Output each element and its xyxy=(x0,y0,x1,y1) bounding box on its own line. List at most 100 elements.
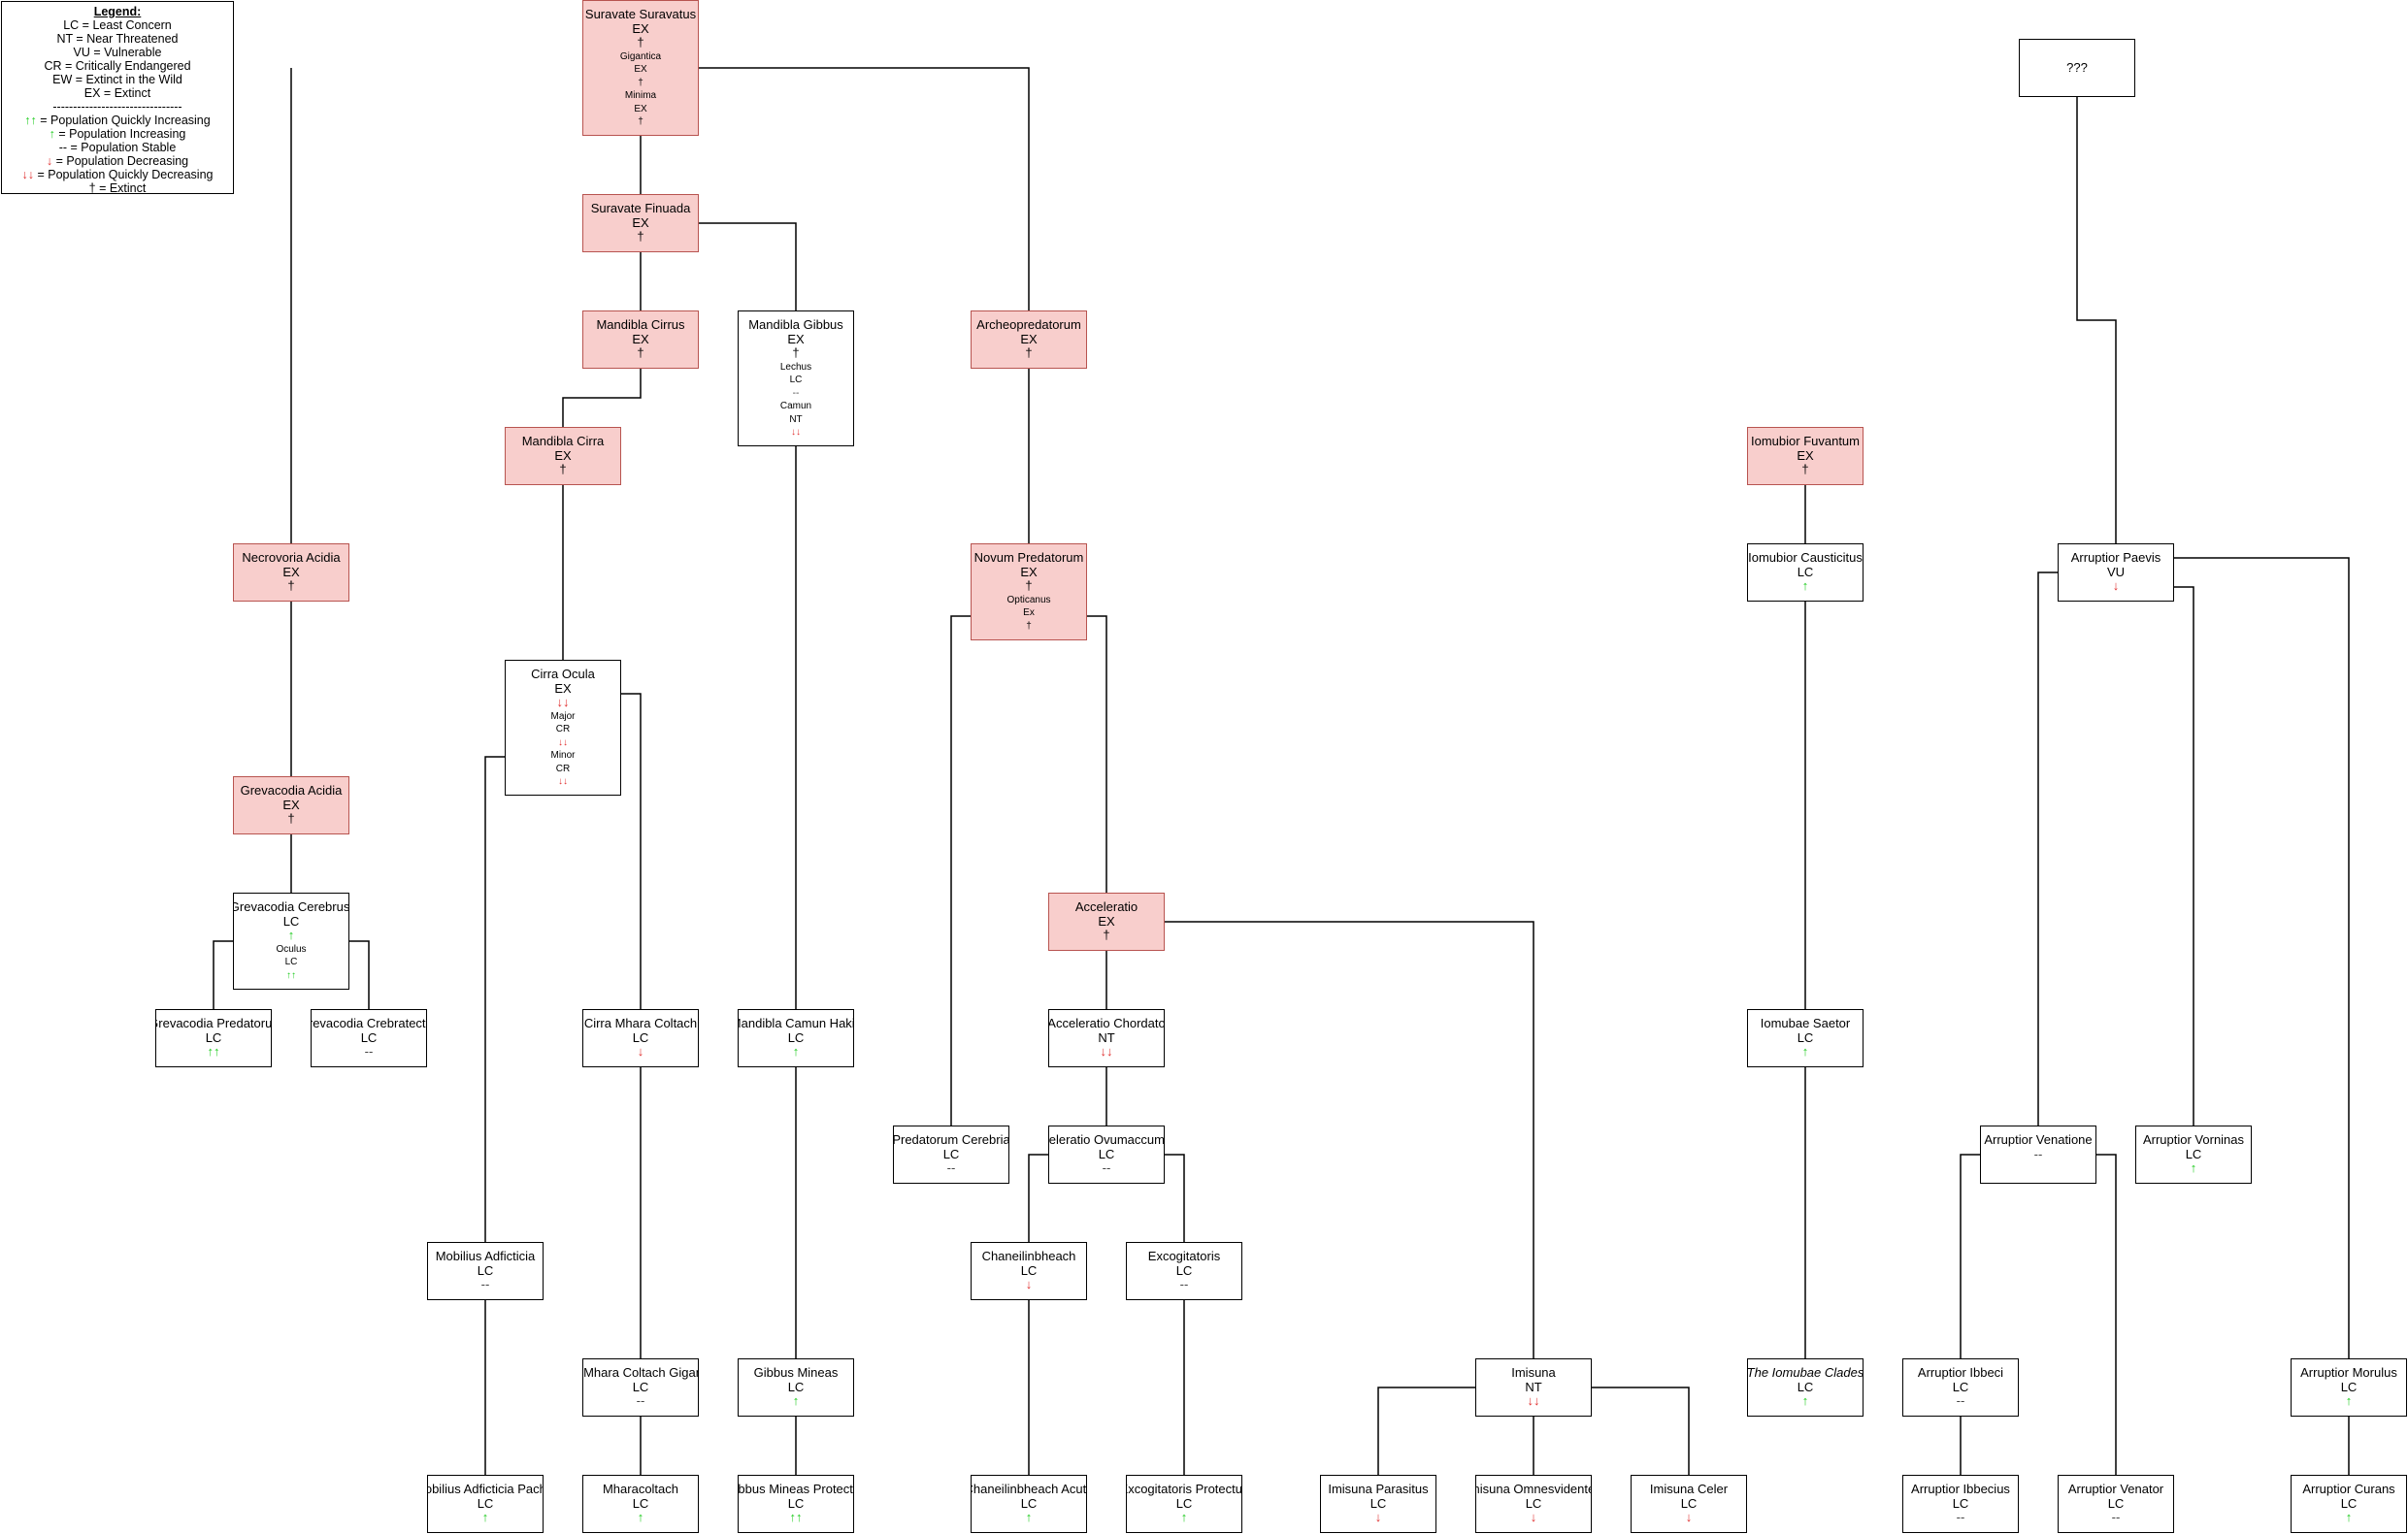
conservation-status: EX xyxy=(632,20,649,36)
legend-status-vu: VU = Vulnerable xyxy=(73,46,162,59)
conservation-status: EX xyxy=(282,564,300,579)
population-trend-icon: ↓↓ xyxy=(1100,1044,1113,1059)
legend-trend-stable: -- = Population Stable xyxy=(58,141,177,154)
conservation-status: LC xyxy=(1952,1379,1969,1394)
legend-divider: -------------------------------- xyxy=(52,100,182,114)
conservation-status: EX xyxy=(632,331,649,346)
conservation-status: LC xyxy=(1369,1495,1387,1511)
tree-connector-1 xyxy=(699,67,1030,310)
population-trend-icon: -- xyxy=(480,1277,490,1291)
population-trend-icon: † xyxy=(1801,462,1809,476)
tree-connector-36 xyxy=(2037,571,2058,1126)
species-name: Mharacoltach xyxy=(602,1482,679,1496)
subspecies-trend-icon: ↓↓ xyxy=(558,776,568,787)
legend-trend-quick-decrease: ↓↓ = Population Quickly Decreasing xyxy=(21,168,214,181)
conservation-status: LC xyxy=(1098,1146,1115,1161)
subspecies-name: Opticanus xyxy=(1006,594,1051,605)
population-trend-icon: -- xyxy=(2111,1510,2121,1524)
population-trend-icon: † xyxy=(1103,928,1110,942)
species-name: Arruptior Paevis xyxy=(2070,550,2161,565)
species-node-grevacodia-predatorus: Grevacodia PredatorusLC↑↑ xyxy=(155,1009,272,1067)
conservation-status: LC xyxy=(477,1495,494,1511)
conservation-status: NT xyxy=(1525,1379,1542,1394)
conservation-status: LC xyxy=(2107,1495,2125,1511)
tree-connector-25 xyxy=(1028,1154,1048,1242)
up-arrow-icon: ↑ xyxy=(49,127,55,141)
subspecies-status: CR xyxy=(555,763,571,774)
conservation-status: LC xyxy=(942,1146,960,1161)
species-name: Imisuna xyxy=(1511,1365,1556,1380)
species-name: Cirra Mhara Coltach xyxy=(583,1016,698,1030)
population-trend-icon: ↑ xyxy=(1801,1044,1809,1059)
conservation-status: LC xyxy=(1175,1495,1193,1511)
tree-connector-35 xyxy=(2076,97,2117,543)
population-trend-icon: ↑ xyxy=(2190,1160,2197,1175)
population-trend-icon: -- xyxy=(2033,1146,2043,1161)
population-trend-icon: ↑ xyxy=(792,1393,800,1408)
population-trend-icon: ↑ xyxy=(792,1044,800,1059)
subspecies-name: Minor xyxy=(550,750,576,761)
species-name: Arruptior Venator xyxy=(2067,1482,2164,1496)
species-node-grevacodia-crebratectus: Grevacodia CrebratectusLC-- xyxy=(311,1009,427,1067)
population-trend-icon: -- xyxy=(946,1160,956,1175)
species-name: Mandibla Camun Hakis xyxy=(739,1016,853,1030)
species-node-imisuna-omnesvidentes: Imisuna OmnesvidentesLC↓ xyxy=(1475,1475,1592,1533)
population-trend-icon: -- xyxy=(1179,1277,1189,1291)
species-name: Grevacodia Cerebrusi xyxy=(233,899,349,914)
tree-connector-39 xyxy=(1960,1154,1980,1358)
species-name: Cirra Ocula xyxy=(531,667,595,681)
population-trend-icon: ↑ xyxy=(1801,578,1809,593)
species-name: Grevacodia Crebratectus xyxy=(312,1016,426,1030)
tree-connector-29 xyxy=(1377,1387,1475,1475)
population-trend-icon: ↓ xyxy=(637,1044,644,1059)
subspecies-status: EX xyxy=(634,64,647,75)
species-name: Iomubior Causticitus xyxy=(1748,550,1863,565)
conservation-status: LC xyxy=(632,1495,649,1511)
subspecies-name: Camun xyxy=(779,401,812,411)
population-trend-icon: † xyxy=(1025,578,1033,593)
tree-connector-14 xyxy=(349,940,370,1009)
species-name: Imisuna Celer xyxy=(1649,1482,1729,1496)
species-name: Acceleratio xyxy=(1074,899,1138,914)
conservation-status: EX xyxy=(1020,331,1038,346)
species-name: Iomubior Fuvantum xyxy=(1751,434,1860,448)
conservation-status: LC xyxy=(1680,1495,1698,1511)
species-name: Gibbus Mineas xyxy=(753,1365,839,1380)
population-trend-icon: ↑ xyxy=(2345,1393,2353,1408)
conservation-status: LC xyxy=(477,1262,494,1278)
legend-trend-quick-increase: ↑↑ = Population Quickly Increasing xyxy=(24,114,211,127)
species-name: Novum Predatorum xyxy=(973,550,1084,565)
species-node-mandibla-camun-hakis: Mandibla Camun HakisLC↑ xyxy=(738,1009,854,1067)
conservation-status: LC xyxy=(205,1029,222,1045)
conservation-status: LC xyxy=(1797,1379,1814,1394)
population-trend-icon: ↑↑ xyxy=(789,1510,803,1524)
species-name: Arruptior Venatione xyxy=(1984,1132,2093,1147)
legend-status-ex: EX = Extinct xyxy=(83,86,151,100)
stable-dash-icon: -- xyxy=(58,141,68,154)
conservation-status: EX xyxy=(554,447,572,463)
species-name: Imisuna Parasitus xyxy=(1328,1482,1429,1496)
population-trend-icon: ↑ xyxy=(2345,1510,2353,1524)
population-trend-icon: ↑↑ xyxy=(207,1044,220,1059)
population-trend-icon: † xyxy=(637,345,644,360)
species-node-cirra-mhara-coltach-giganticus: Cirra Mhara Coltach GiganticusLC-- xyxy=(582,1358,699,1417)
tree-connector-9 xyxy=(950,615,971,1126)
population-trend-icon: ↑ xyxy=(1180,1510,1188,1524)
species-name: Imisuna Omnesvidentes xyxy=(1476,1482,1591,1496)
population-trend-icon: ↓ xyxy=(1530,1510,1537,1524)
population-trend-icon: ↓ xyxy=(1025,1277,1033,1291)
conservation-status: LC xyxy=(360,1029,378,1045)
